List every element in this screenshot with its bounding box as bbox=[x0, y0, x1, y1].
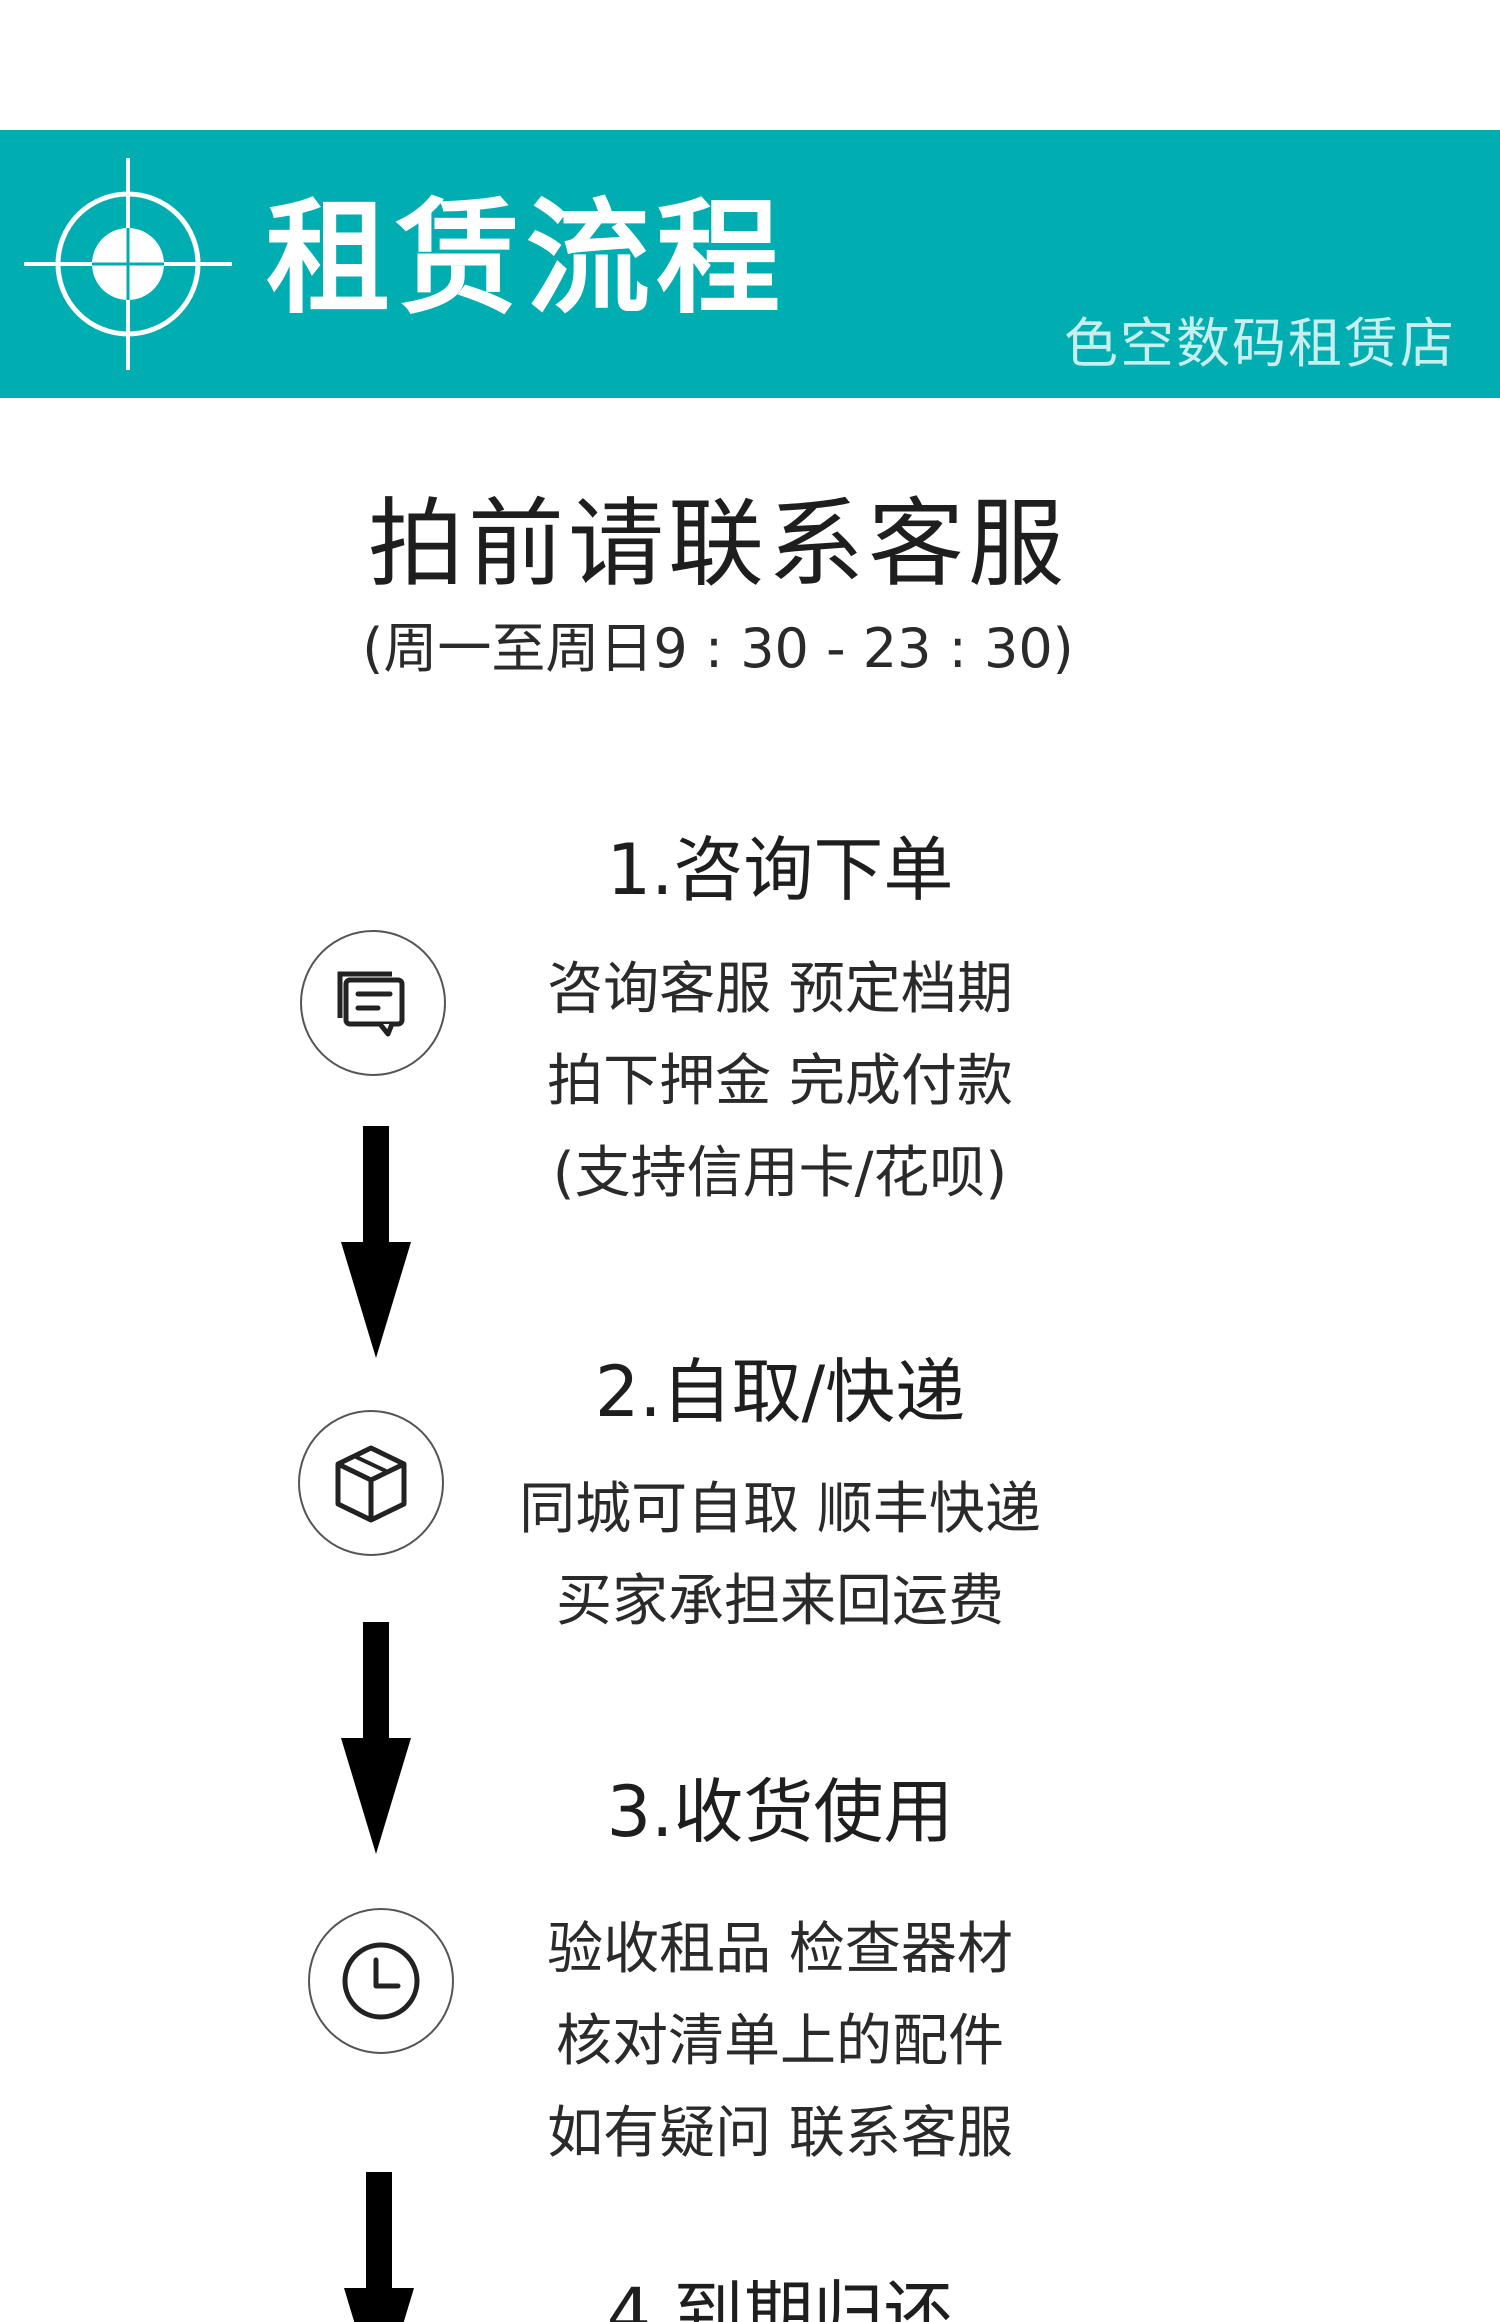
step-2-line-1: 同城可自取 顺丰快递 bbox=[519, 1477, 1041, 1542]
header-banner: 租赁流程 色空数码租赁店 bbox=[0, 130, 1500, 398]
step-2-line-2: 买家承担来回运费 bbox=[556, 1569, 1004, 1634]
step-4-title: 4.到期归还 bbox=[606, 2273, 954, 2322]
step-1-title: 1.咨询下单 bbox=[606, 829, 954, 911]
chat-bubble-icon bbox=[337, 971, 405, 1037]
step-3-line-1: 验收租品 检查器材 bbox=[547, 1917, 1013, 1982]
arrow-down-icon bbox=[344, 2172, 414, 2322]
step-2-description: 同城可自取 顺丰快递 买家承担来回运费 bbox=[380, 1464, 1180, 1648]
step-2-title: 2.自取/快递 bbox=[594, 1351, 966, 1433]
package-box-icon bbox=[335, 1445, 407, 1523]
step-1-icon-circle bbox=[300, 930, 446, 1076]
step-3-line-2: 核对清单上的配件 bbox=[556, 2009, 1004, 2074]
step-3-line-3: 如有疑问 联系客服 bbox=[547, 2101, 1013, 2166]
step-1-line-2: 拍下押金 完成付款 bbox=[547, 1049, 1013, 1114]
step-3-title: 3.收货使用 bbox=[606, 1771, 954, 1853]
step-2-icon-circle bbox=[298, 1410, 444, 1556]
arrow-down-icon bbox=[341, 1126, 411, 1358]
arrow-down-icon bbox=[341, 1622, 411, 1854]
step-1-line-1: 咨询客服 预定档期 bbox=[547, 957, 1013, 1022]
service-hours: (周一至周日9 : 30 - 23 : 30) bbox=[362, 617, 1074, 680]
step-1-description: 咨询客服 预定档期 拍下押金 完成付款 (支持信用卡/花呗) bbox=[380, 944, 1180, 1220]
step-3-description: 验收租品 检查器材 核对清单上的配件 如有疑问 联系客服 bbox=[380, 1904, 1180, 2180]
contact-title: 拍前请联系客服 bbox=[368, 488, 1068, 600]
step-1-line-3: (支持信用卡/花呗) bbox=[552, 1141, 1008, 1206]
page-title: 租赁流程 bbox=[266, 187, 787, 331]
clock-icon bbox=[342, 1942, 420, 2020]
shop-name: 色空数码租赁店 bbox=[1064, 312, 1456, 375]
step-3-icon-circle bbox=[308, 1908, 454, 2054]
crosshair-icon bbox=[20, 156, 236, 372]
